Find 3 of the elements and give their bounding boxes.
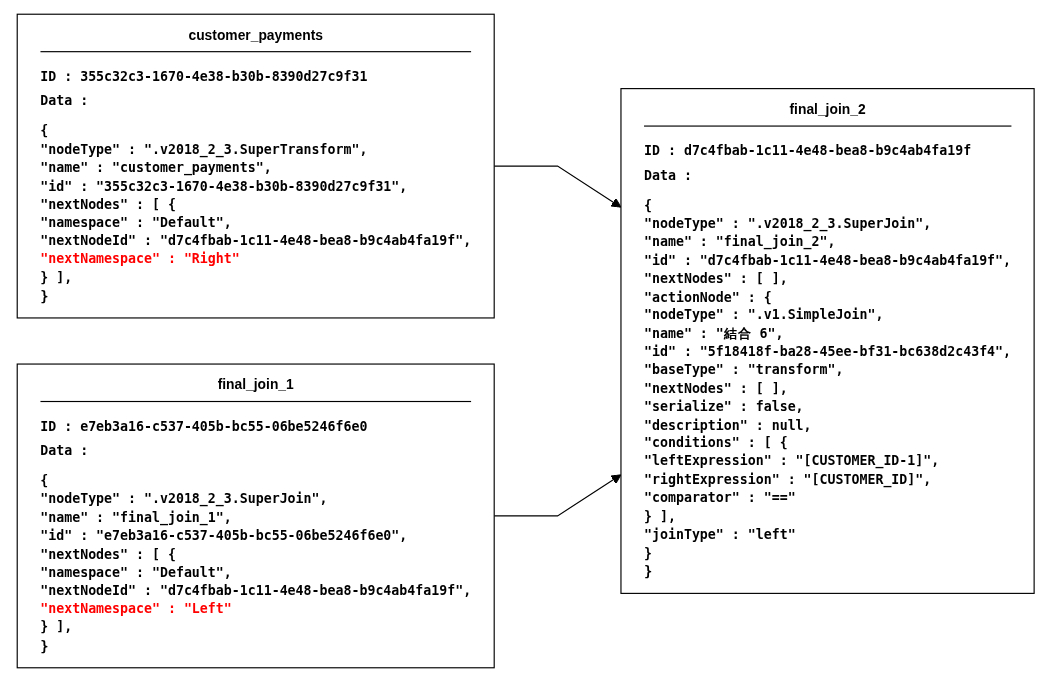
node-box: customer_payments ID : 355c32c3-1670-4e38-b30b-8390d27c9f31 Data : { "nodeType" : ".v2018_2_3.SuperTransform", "name" : "customer_payments", "id" : "355c32c3-1670-4e38-b30b-8390d27c9f31", "nextNodes" : [ { "namespace" : "Default", "nextNodeId" : "d7c4fbab-1c11-4e48-bea8-b9c4ab4fa19f", "nextNamespace" : "Right" } ], } xyxy=(16,13,496,319)
node-box: final_join_1 ID : e7eb3a16-c537-405b-bc55-06be5246f6e0 Data : { "nodeType" : ".v2018_2_3.SuperJoin", "name" : "final_join_1", "id" : "e7eb3a16-c537-405b-bc55-06be5246f6e0", "nextNodes" : [ { "namespace" : "Default", "nextNodeId" : "d7c4fbab-1c11-4e48-bea8-b9c4ab4fa19f", "nextNamespace" : "Left" } ], } xyxy=(16,363,496,669)
node-box: final_join_2 ID : d7c4fbab-1c11-4e48-bea8-b9c4ab4fa19f Data : { "nodeType" : ".v2018_2_3.SuperJoin", "name" : "final_join_2", "id" : "d7c4fbab-1c11-4e48-bea8-b9c4ab4fa19f", "nextNodes" : [ ], "actionNode" : { "nodeType" : ".v1.SimpleJoin", "name" : "結合 6", "id" : "5f18418f-ba28-45ee-bf31-bc638d2c43f4", "baseType" : "transform", "nextNodes" : [ ], "serialize" : false, "description" : null, "conditions" : [ { "leftExpression" : "[CUSTOMER_ID-1]", "rightExpression" : "[CUSTOMER_ID]", "comparator" : "==" } ], "joinType" : "left" } } xyxy=(620,88,1036,594)
